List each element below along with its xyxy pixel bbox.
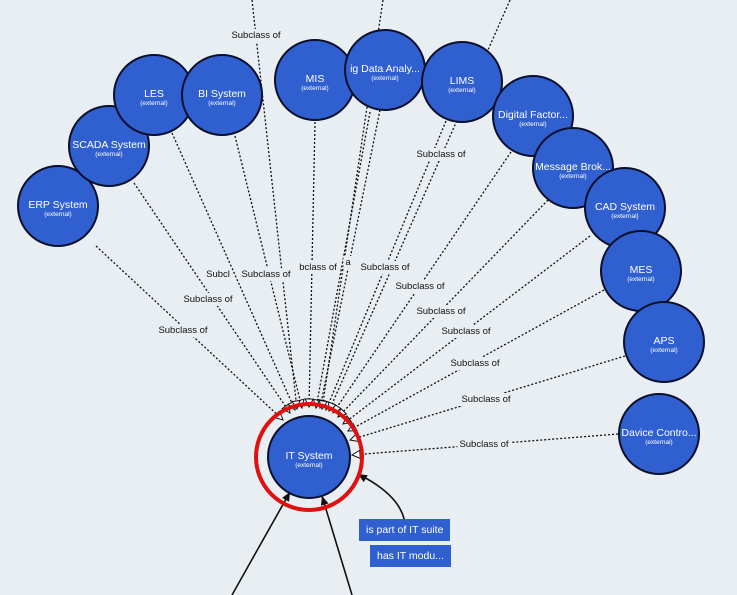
edge-label-background [358, 261, 412, 274]
edge-label-background [297, 261, 340, 274]
node-title: Message Brok... [535, 161, 611, 173]
node-cad[interactable]: CAD System(external) [584, 167, 666, 249]
node-title: LIMS [450, 75, 475, 87]
edge-label-background [181, 293, 235, 306]
edge-label-subclass-of: Subclass of [459, 439, 508, 450]
node-subtitle: (external) [301, 85, 328, 92]
node-subtitle: (external) [140, 100, 167, 107]
edge-label-background [457, 438, 511, 451]
edge-label-subclass-of: Subclass of [416, 149, 465, 160]
node-title: MIS [306, 73, 325, 85]
subclass-edge [171, 132, 296, 411]
edge-label-background [414, 148, 468, 161]
node-title: ig Data Analy... [350, 63, 420, 75]
node-erp[interactable]: ERP System(external) [17, 165, 99, 247]
edge-label-background [439, 325, 493, 338]
subclass-edge [95, 245, 284, 421]
edge-label-background [343, 256, 354, 269]
node-subtitle: (external) [650, 347, 677, 354]
node-circle[interactable] [17, 165, 99, 247]
subclass-edge [347, 289, 605, 432]
node-subtitle: (external) [559, 173, 586, 180]
node-title: MES [630, 264, 653, 276]
node-subtitle: (external) [44, 211, 71, 218]
edge-label-subclass-of: Subcl [206, 269, 230, 280]
edge-label-subclass-of: Subclass of [360, 262, 409, 273]
node-subtitle: (external) [519, 121, 546, 128]
edge-label-background [448, 357, 502, 370]
relation-edge-middle [321, 495, 353, 595]
it-system-subtitle: (external) [295, 462, 322, 469]
subclass-edge [315, 111, 371, 409]
edge-label-background [459, 393, 513, 406]
nodes-layer: ERP System(external)SCADA System(externa… [17, 29, 705, 475]
node-lims[interactable]: LIMS(external) [421, 41, 503, 123]
node-circle[interactable] [181, 54, 263, 136]
node-title: ERP System [28, 199, 88, 211]
edge-label-subclass-of: Subclass of [416, 306, 465, 317]
relation-edge-left [231, 491, 291, 595]
edge-label-subclass-of: bclass of [299, 262, 337, 273]
node-subtitle: (external) [645, 439, 672, 446]
selection-ring [254, 402, 364, 512]
edge-label-background [204, 268, 232, 281]
node-subtitle: (external) [611, 213, 638, 220]
edge-label-subclass-of: Subclass of [441, 326, 490, 337]
node-mis[interactable]: MIS(external) [274, 39, 356, 121]
node-mes[interactable]: MES(external) [600, 230, 682, 312]
node-bigdata[interactable]: ig Data Analy...(external) [344, 29, 426, 111]
node-circle[interactable] [623, 301, 705, 383]
it-system-node[interactable]: IT System (external) [254, 402, 364, 512]
edge-label-subclass-of: Subclass of [395, 281, 444, 292]
edge-label-subclass-of: a [345, 257, 351, 268]
node-title: BI System [198, 88, 246, 100]
node-subtitle: (external) [95, 151, 122, 158]
node-subtitle: (external) [627, 276, 654, 283]
node-title: LES [144, 88, 164, 100]
relation-part-of-label[interactable]: is part of IT suite [359, 519, 451, 541]
edge-label-background [156, 324, 210, 337]
it-system-title: IT System [285, 450, 332, 462]
node-device[interactable]: Davice Contro...(external) [618, 393, 700, 475]
edge-label-background [239, 268, 293, 281]
node-subtitle: (external) [448, 87, 475, 94]
subclass-edge [308, 121, 316, 408]
edge-label-subclass-of: Subclass of [450, 358, 499, 369]
edge-label-subclass-of: Subclass of [158, 325, 207, 336]
subclass-edge [251, 0, 298, 410]
node-circle[interactable] [421, 41, 503, 123]
node-subtitle: (external) [371, 75, 398, 82]
node-bi[interactable]: BI System(external) [181, 54, 263, 136]
node-title: APS [653, 335, 674, 347]
inheritance-arrowhead [350, 449, 361, 460]
relation-has-module-label[interactable]: has IT modu... [370, 545, 451, 567]
node-circle[interactable] [618, 393, 700, 475]
node-title: SCADA System [72, 139, 146, 151]
edge-label-background [414, 305, 468, 318]
node-title: CAD System [595, 201, 655, 213]
edge-label-background [229, 29, 283, 42]
edge-label-background [393, 280, 447, 293]
subclass-edge [328, 0, 511, 412]
edge-label-subclass-of: Subclass of [241, 269, 290, 280]
edge-label-subclass-of: Subclass of [231, 30, 280, 41]
subclass-edge [319, 109, 381, 409]
relation-arrowhead [320, 496, 329, 506]
it-system-circle[interactable] [267, 415, 351, 499]
node-aps[interactable]: APS(external) [623, 301, 705, 383]
edge-label-subclass-of: Subclass of [461, 394, 510, 405]
edge-label-subclass-of: Subclass of [183, 294, 232, 305]
node-title: Davice Contro... [621, 427, 696, 439]
relation-arrowhead [282, 492, 290, 502]
node-title: Digital Factor... [498, 109, 568, 121]
node-subtitle: (external) [208, 100, 235, 107]
